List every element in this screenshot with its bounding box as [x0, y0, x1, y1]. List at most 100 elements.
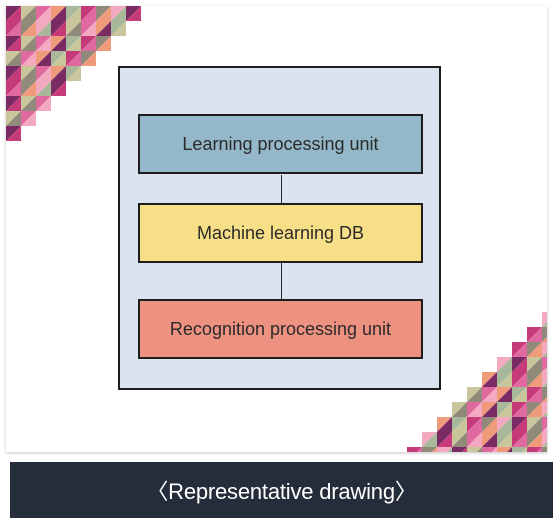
pattern-tile: [51, 51, 66, 66]
machine-learning-db-label: Machine learning DB: [196, 222, 365, 243]
pattern-tile: [542, 447, 547, 452]
pattern-tile: [21, 36, 36, 51]
machine-learning-db-box: Machine learning DB: [138, 203, 423, 263]
pattern-tile: [527, 387, 542, 402]
pattern-tile: [66, 6, 81, 21]
pattern-tile: [467, 387, 482, 402]
pattern-tile: [36, 81, 51, 96]
pattern-tile: [512, 387, 527, 402]
pattern-tile: [512, 417, 527, 432]
pattern-tile: [497, 372, 512, 387]
pattern-tile: [512, 432, 527, 447]
pattern-tile: [21, 96, 36, 111]
diagram-frame: Learning processing unit Machine learnin…: [118, 66, 441, 390]
pattern-tile: [542, 322, 547, 327]
corner-pattern-bottom-right: [407, 312, 547, 452]
pattern-tile: [497, 417, 512, 432]
pattern-tile: [497, 402, 512, 417]
pattern-tile: [81, 51, 96, 66]
pattern-tile: [542, 352, 547, 357]
learning-processing-unit-box: Learning processing unit: [138, 114, 423, 174]
pattern-tile: [542, 337, 547, 342]
pattern-tile: [542, 442, 547, 447]
figure-card: Learning processing unit Machine learnin…: [6, 6, 547, 452]
pattern-tile: [111, 21, 126, 36]
pattern-tile: [21, 66, 36, 81]
recognition-processing-unit-box: Recognition processing unit: [138, 299, 423, 359]
pattern-tile: [81, 21, 96, 36]
pattern-tile: [482, 417, 497, 432]
pattern-tile: [21, 21, 36, 36]
pattern-tile: [51, 6, 66, 21]
pattern-tile: [537, 447, 542, 452]
pattern-tile: [66, 21, 81, 36]
connector-db-to-recognition: [281, 263, 282, 299]
pattern-tile: [527, 417, 542, 432]
pattern-tile: [542, 427, 547, 432]
pattern-tile: [6, 96, 21, 111]
pattern-tile: [6, 21, 21, 36]
pattern-tile: [51, 81, 66, 96]
pattern-tile: [512, 342, 527, 357]
pattern-tile: [66, 51, 81, 66]
pattern-tile: [417, 447, 422, 452]
pattern-tile: [96, 21, 111, 36]
pattern-tile: [527, 402, 542, 417]
pattern-tile: [482, 402, 497, 417]
pattern-tile: [512, 402, 527, 417]
pattern-tile: [437, 417, 452, 432]
pattern-tile: [447, 447, 452, 452]
pattern-tile: [96, 36, 111, 51]
pattern-tile: [6, 6, 21, 21]
pattern-tile: [527, 372, 542, 387]
pattern-tile: [81, 6, 96, 21]
pattern-tile: [542, 367, 547, 372]
pattern-tile: [36, 96, 51, 111]
pattern-tile: [21, 81, 36, 96]
pattern-tile: [432, 447, 437, 452]
pattern-tile: [482, 432, 497, 447]
pattern-tile: [36, 51, 51, 66]
pattern-tile: [96, 6, 111, 21]
pattern-tile: [497, 387, 512, 402]
pattern-tile: [126, 6, 141, 21]
pattern-tile: [81, 36, 96, 51]
pattern-tile: [467, 417, 482, 432]
pattern-tile: [6, 51, 21, 66]
corner-pattern-top-left: [6, 6, 141, 141]
recognition-processing-unit-label: Recognition processing unit: [169, 318, 392, 339]
caption-text: 〈Representative drawing〉: [146, 479, 417, 504]
caption-bar: 〈Representative drawing〉: [10, 462, 553, 518]
pattern-tile: [527, 357, 542, 372]
pattern-tile: [497, 432, 512, 447]
pattern-tile: [111, 6, 126, 21]
pattern-tile: [452, 417, 467, 432]
pattern-tile: [497, 357, 512, 372]
pattern-tile: [36, 66, 51, 81]
pattern-tile: [527, 342, 542, 357]
pattern-tile: [66, 66, 81, 81]
learning-processing-unit-label: Learning processing unit: [182, 133, 379, 154]
pattern-tile: [6, 111, 21, 126]
pattern-tile: [422, 432, 437, 447]
pattern-tile: [36, 36, 51, 51]
pattern-tile: [542, 382, 547, 387]
pattern-tile: [21, 6, 36, 21]
pattern-tile: [437, 432, 452, 447]
pattern-tile: [6, 66, 21, 81]
pattern-tile: [522, 447, 527, 452]
pattern-tile: [492, 447, 497, 452]
pattern-tile: [21, 111, 36, 126]
connector-learning-to-db: [281, 175, 282, 203]
pattern-tile: [36, 21, 51, 36]
pattern-tile: [527, 327, 542, 342]
pattern-tile: [6, 126, 21, 141]
pattern-tile: [462, 447, 467, 452]
pattern-tile: [512, 372, 527, 387]
pattern-tile: [507, 447, 512, 452]
pattern-tile: [467, 432, 482, 447]
pattern-tile: [6, 81, 21, 96]
pattern-tile: [512, 357, 527, 372]
pattern-tile: [452, 402, 467, 417]
pattern-tile: [542, 397, 547, 402]
